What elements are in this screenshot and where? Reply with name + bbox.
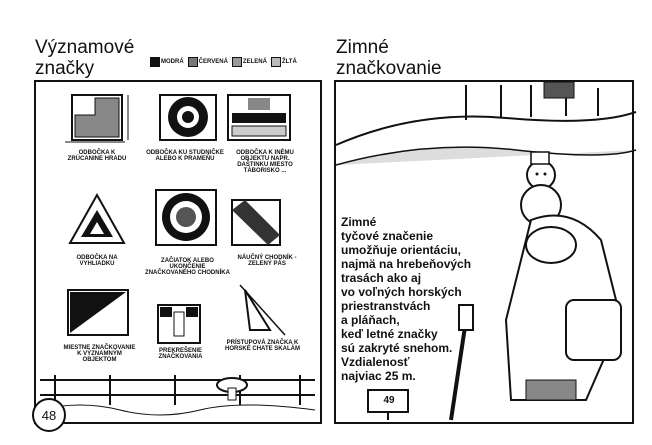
mushroom-icon: [216, 377, 248, 401]
sign-post-icon: [367, 389, 409, 420]
caption-educational-trail: NÁUČNÝ CHODNÍK - ZELENÝ PÁS: [237, 255, 297, 267]
sign-educational-trail-icon: [231, 199, 281, 246]
legend-swatch-blue: [150, 57, 160, 67]
signs-illustration: [39, 94, 316, 416]
caption-spring: ODBOČKA KU STUDNIČKE ALEBO K PRAMEŇU: [146, 150, 224, 162]
sign-local-marking-icon: [67, 289, 129, 336]
legend-swatch-red: [187, 57, 198, 67]
caption-object: ODBOČKA K INÉMU OBJEKTU NAPR. DAŠTINKU M…: [236, 150, 294, 174]
legend-item-green: ZELENÁ: [231, 57, 267, 67]
right-page-title-line1: Zimné: [336, 37, 389, 58]
left-page: Významové značky MODRÁ ČERVENÁ ZELENÁ ŽL…: [32, 37, 322, 432]
fence-decoration: [39, 375, 316, 416]
left-page-title-line1: Významové: [35, 37, 135, 58]
caption-local-marking: MIESTNE ZNAČKOVANIE K VÝZNAMNÝM OBJEKTOM: [63, 345, 136, 363]
caption-viewpoint: ODBOČKA NA VYHLIADKU: [76, 255, 118, 267]
legend-swatch-yellow: [270, 57, 281, 67]
sign-viewpoint-icon: [68, 192, 126, 244]
sign-ruin-icon: [65, 94, 129, 143]
caption-ruin: ODBOČKA K ZRÚCANINE HRADU: [67, 150, 127, 162]
color-legend: MODRÁ ČERVENÁ ZELENÁ ŽLTÁ: [150, 57, 297, 67]
sign-repainting-icon: [157, 304, 201, 344]
caption-access: PRÍSTUPOVÁ ZNAČKA K HORSKÉ CHATE SKALÁM: [225, 340, 300, 352]
winter-illustration: [335, 81, 637, 421]
legend-item-blue: MODRÁ: [150, 57, 184, 67]
page-number-left: 48: [32, 398, 66, 432]
fence-on-hill-icon: [335, 81, 637, 166]
caption-trail-start: ZAČIATOK ALEBO UKONČENIE ZNAČKOVANÉHO CH…: [145, 258, 230, 276]
marker-pole-icon: [449, 304, 474, 421]
sign-spring-icon: [159, 94, 217, 141]
winter-marking-text: Zimné tyčové značenie umožňuje orientáci…: [341, 215, 472, 383]
legend-swatch-green: [231, 57, 242, 67]
snowman-icon: [520, 151, 562, 226]
legend-item-yellow: ŽLTÁ: [270, 57, 297, 67]
legend-item-red: ČERVENÁ: [187, 57, 228, 67]
sign-object-icon: [227, 94, 291, 141]
left-page-title-line2: značky: [35, 58, 95, 79]
page-number-right: 49: [383, 395, 395, 406]
right-page-title-line2: značkovanie: [336, 58, 442, 79]
hiker-icon: [504, 214, 623, 401]
right-page: Zimné značkovanie: [326, 0, 652, 445]
sign-access-icon: [239, 284, 286, 336]
caption-repainting: PREKREŠENIE ZNAČKOVANIA: [158, 348, 203, 360]
sign-trail-start-icon: [155, 189, 217, 246]
